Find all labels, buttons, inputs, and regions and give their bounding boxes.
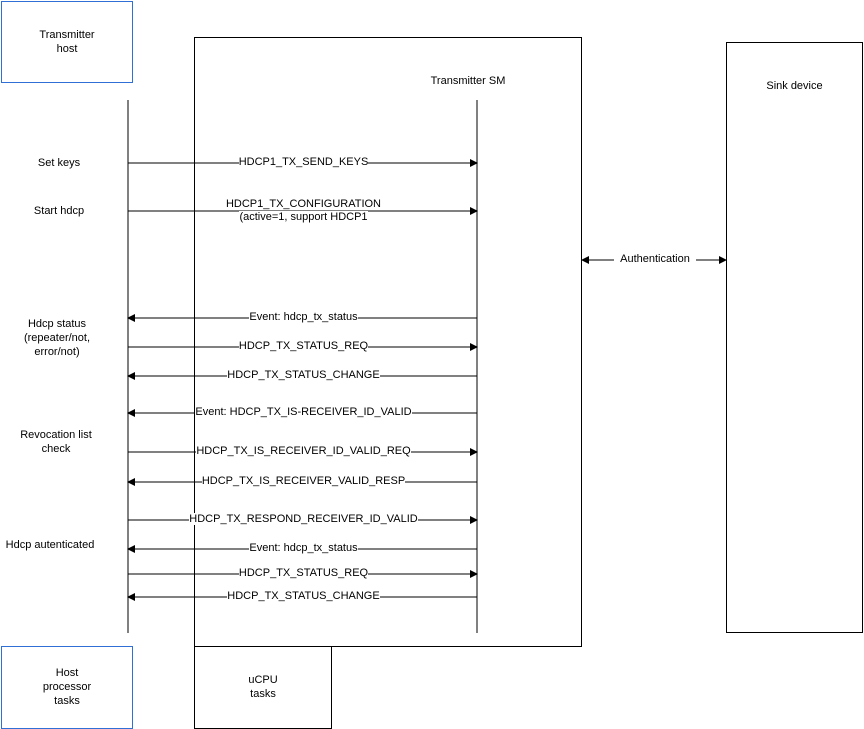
host-processor-label: Host processor tasks <box>42 667 92 707</box>
revocation-label: Revocation list check <box>20 429 92 455</box>
authenticated-label: Hdcp autenticated <box>5 539 95 551</box>
message-label: HDCP_TX_STATUS_CHANGE <box>227 590 380 602</box>
message-label: Event: hdcp_tx_status <box>249 311 358 323</box>
hdcp-status-label: Hdcp status (repeater/not, error/not) <box>23 318 91 358</box>
message-label: HDCP1_TX_SEND_KEYS <box>238 156 369 168</box>
message-label: HDCP_TX_IS_RECEIVER_ID_VALID_REQ <box>196 445 411 457</box>
sink-device-box <box>726 42 863 633</box>
transmitter-host-label: Transmitter host <box>39 29 95 55</box>
authentication-label: Authentication <box>614 253 696 266</box>
message-label: HDCP1_TX_CONFIGURATION (active=1, suppor… <box>225 198 382 223</box>
transmitter-sm-box <box>194 37 582 647</box>
transmitter-sm-label: Transmitter SM <box>430 75 506 87</box>
message-label: HDCP_TX_RESPOND_RECEIVER_ID_VALID <box>189 513 418 525</box>
set-keys-label: Set keys <box>37 157 81 169</box>
ucpu-label: uCPU tasks <box>248 674 278 700</box>
message-label: HDCP_TX_STATUS_CHANGE <box>227 369 380 381</box>
sink-device-label: Sink device <box>766 80 823 92</box>
message-label: HDCP_TX_STATUS_REQ <box>238 567 369 579</box>
start-hdcp-label: Start hdcp <box>33 205 85 217</box>
message-label: HDCP_TX_IS_RECEIVER_VALID_RESP <box>201 475 406 487</box>
message-label: HDCP_TX_STATUS_REQ <box>238 340 369 352</box>
transmitter-host-box <box>1 1 133 83</box>
message-label: Event: HDCP_TX_IS-RECEIVER_ID_VALID <box>195 406 412 418</box>
message-label: Event: hdcp_tx_status <box>249 542 358 554</box>
